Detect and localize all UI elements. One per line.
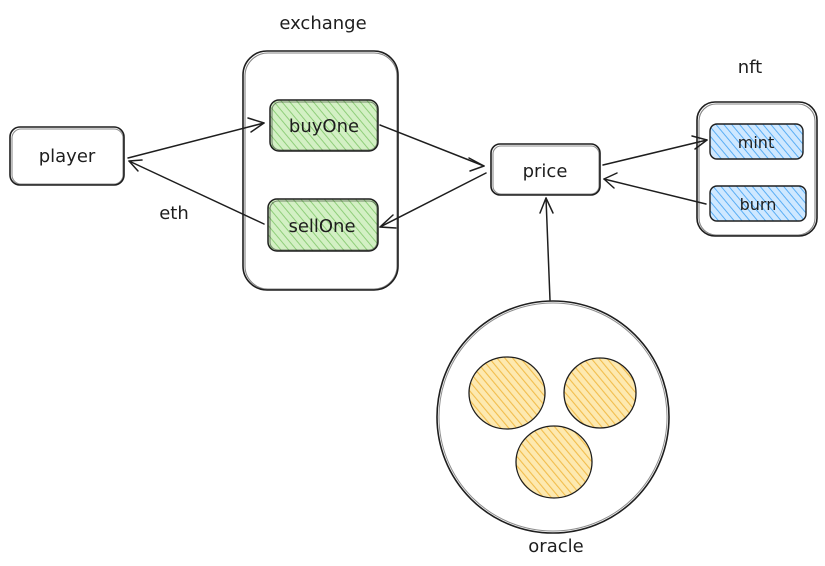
nft-group-title: nft	[738, 57, 763, 78]
oracle-source-2	[563, 357, 637, 429]
sell-one-node[interactable]: sellOne	[267, 198, 379, 252]
exchange-group	[242, 50, 399, 291]
burn-label: burn	[740, 195, 777, 214]
oracle-label: oracle	[528, 536, 583, 557]
buy-one-label: buyOne	[289, 116, 359, 137]
edge-buy-one-to-price	[379, 124, 485, 172]
player-node[interactable]: player	[9, 126, 125, 186]
edge-burn-to-price	[603, 172, 707, 205]
edge-oracle-to-price	[539, 197, 554, 301]
sell-one-label: sellOne	[288, 216, 355, 237]
edge-player-to-buy-one	[127, 117, 265, 159]
mint-label: mint	[738, 133, 774, 152]
player-label: player	[39, 146, 96, 167]
price-node[interactable]: price	[490, 143, 601, 196]
price-label: price	[523, 161, 568, 182]
edge-sell-one-to-player	[128, 159, 265, 225]
burn-node[interactable]: burn	[709, 185, 807, 222]
eth-edge-label: eth	[159, 203, 189, 224]
exchange-group-title: exchange	[279, 13, 366, 34]
oracle-source-3	[515, 425, 593, 499]
buy-one-node[interactable]: buyOne	[269, 99, 379, 152]
edge-price-to-mint	[602, 135, 708, 166]
oracle-source-1	[468, 356, 546, 430]
edge-price-to-sell-one	[379, 172, 487, 229]
oracle-node[interactable]	[436, 300, 670, 534]
nft-group	[696, 101, 818, 237]
mint-node[interactable]: mint	[709, 123, 804, 160]
